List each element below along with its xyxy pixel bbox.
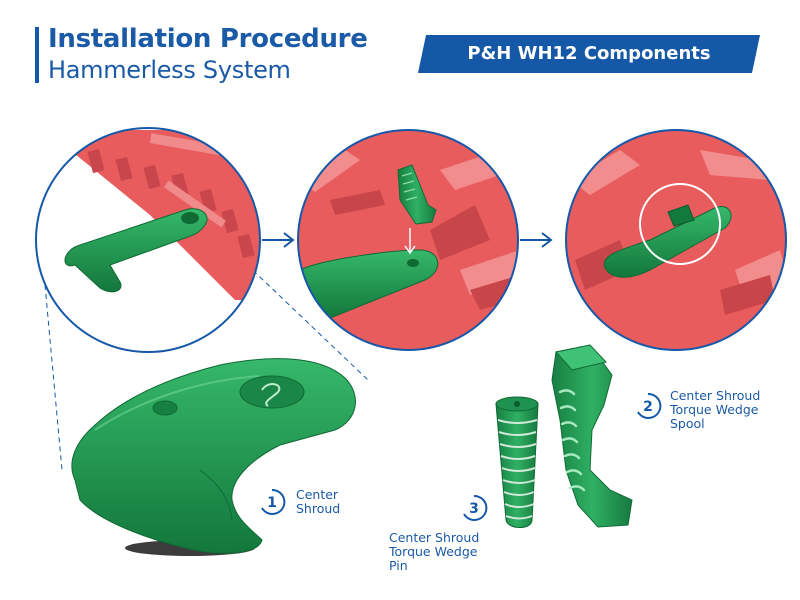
callout-2-line-1: Center Shroud (670, 388, 761, 403)
leader-line-left (44, 284, 63, 471)
callout-3-label: Center Shroud Torque Wedge Pin (389, 531, 479, 573)
callout-2-line-2: Torque Wedge (670, 402, 759, 417)
callout-1-badge: 1 (261, 488, 286, 515)
callout-3-number: 3 (469, 501, 479, 517)
step-arrow-2 (520, 232, 553, 248)
step-2-frame (297, 129, 519, 351)
step-2-detail (298, 130, 518, 350)
callout-1-label: Center Shroud (296, 488, 340, 516)
step-1-detail (36, 128, 260, 352)
callout-2-number: 2 (643, 399, 653, 415)
banner-label: P&H WH12 Components (467, 43, 711, 64)
title-accent-bar (35, 27, 39, 83)
callout-3-line-2: Torque Wedge (389, 544, 478, 559)
callout-3-line-1: Center Shroud (389, 530, 480, 545)
callout-1-number: 1 (267, 495, 277, 511)
callout-1-line-2: Shroud (296, 501, 341, 516)
torque-wedge-spool-part (551, 344, 633, 528)
callout-2-label: Center Shroud Torque Wedge Spool (670, 389, 760, 431)
step-1-frame (35, 127, 261, 353)
step-arrow-1 (262, 232, 295, 248)
callout-3-line-3: Pin (389, 558, 408, 573)
center-shroud-part (71, 358, 356, 556)
step-3-frame (565, 129, 787, 351)
page-title: Installation Procedure (48, 24, 368, 54)
callout-1-line-1: Center (296, 487, 339, 502)
torque-wedge-pin-part (495, 396, 539, 528)
callout-2-line-3: Spool (670, 416, 705, 431)
page-subtitle: Hammerless System (48, 56, 291, 84)
callout-2-badge: 2 (637, 392, 662, 419)
step-3-detail (566, 130, 786, 350)
highlight-ring (639, 183, 721, 265)
callout-3-badge: 3 (463, 494, 488, 521)
leader-line-right (239, 257, 369, 381)
components-banner: P&H WH12 Components (418, 35, 760, 73)
banner-shape (418, 35, 760, 73)
